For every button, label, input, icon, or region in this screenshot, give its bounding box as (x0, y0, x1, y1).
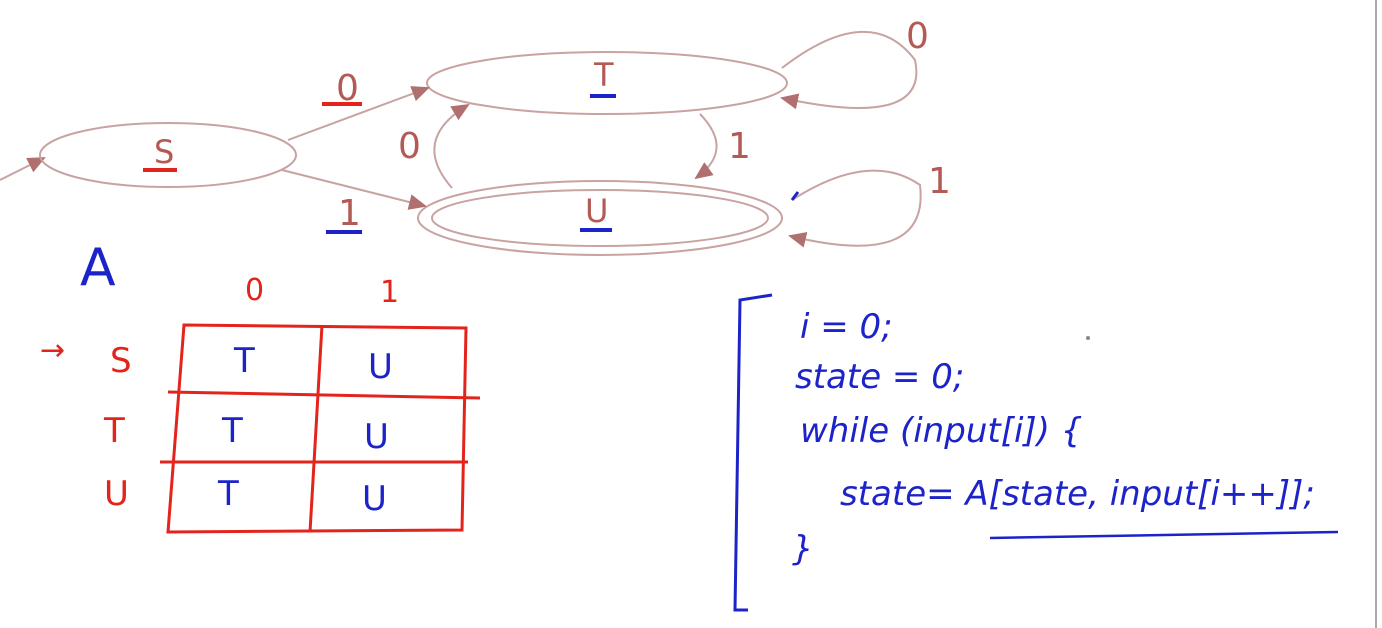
edge-t-loop-label: 0 (906, 16, 929, 57)
edge-u-loop (788, 169, 922, 248)
edge-s-t-label: 0 (336, 68, 359, 109)
code-line-4: state= A[state, input[i++]]; (840, 474, 1315, 514)
cell-s-1: U (368, 347, 393, 387)
edge-s-t (287, 86, 430, 141)
window-edge (1375, 0, 1382, 628)
edge-s-u-label: 1 (338, 193, 361, 234)
row-label-s: S (110, 341, 132, 381)
state-u-inner (431, 189, 769, 247)
cell-t-1: U (364, 417, 389, 457)
edge-t-u (694, 113, 718, 180)
state-s-label: S (154, 133, 174, 171)
cell-u-1: U (362, 479, 387, 519)
cell-t-0: T (221, 411, 243, 451)
table-grid (160, 323, 481, 534)
state-t (426, 51, 788, 115)
code-line-3: while (input[i]) { (800, 411, 1082, 451)
state-s (39, 122, 297, 188)
edge-t-loop (780, 30, 918, 110)
start-marker: → (40, 333, 65, 368)
state-u-label: U (585, 192, 608, 230)
edge-u-t (433, 103, 470, 189)
code-bracket (733, 293, 773, 612)
start-arrow (0, 157, 46, 181)
row-label-u: U (104, 474, 129, 514)
cell-u-0: T (217, 474, 239, 514)
code-line-1: i = 0; (800, 307, 893, 347)
edge-t-u-label: 1 (728, 126, 751, 167)
state-t-label: T (593, 56, 614, 94)
row-label-t: T (103, 411, 125, 451)
table-col-0: 0 (245, 273, 264, 308)
table-col-1: 1 (380, 275, 399, 310)
code-line-2: state = 0; (795, 357, 964, 397)
cell-s-0: T (233, 341, 255, 381)
edge-u-loop-label: 1 (928, 161, 951, 202)
code-line-5: } (792, 529, 814, 569)
table-name: A (80, 238, 116, 298)
edge-s-u (281, 169, 427, 210)
edge-u-t-label: 0 (398, 126, 421, 167)
state-u-outer (417, 180, 783, 256)
